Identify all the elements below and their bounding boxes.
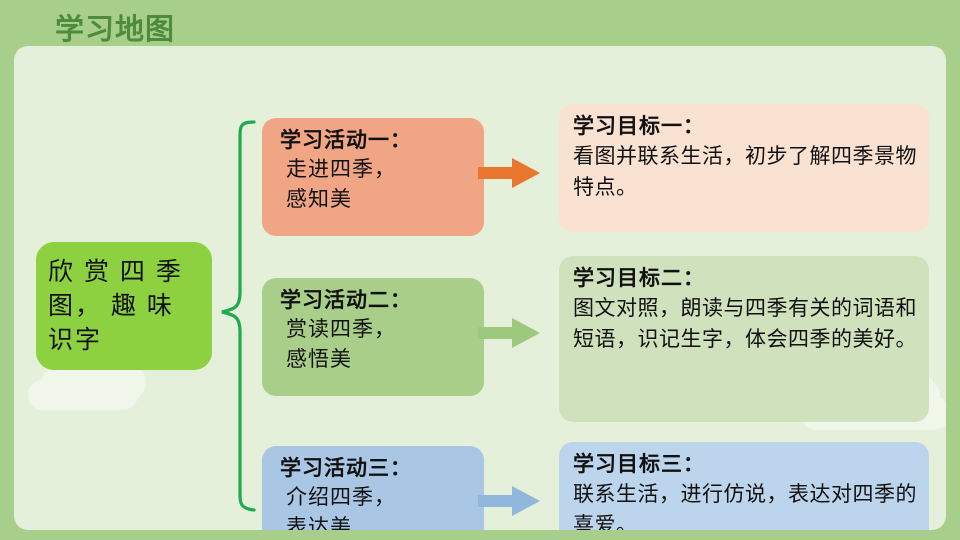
- activity-box-1[interactable]: 学习活动一： 走进四季， 感知美: [262, 118, 484, 236]
- goal-2-body: 图文对照，朗读与四季有关的词语和短语，识记生字，体会四季的美好。: [573, 296, 917, 351]
- goal-1-body: 看图并联系生活，初步了解四季景物特点。: [573, 144, 917, 199]
- arrow-activity2-to-goal2-icon: [478, 318, 540, 348]
- goal-box-1[interactable]: 学习目标一： 看图并联系生活，初步了解四季景物特点。: [559, 104, 929, 232]
- arrow-activity3-to-goal3-icon: [478, 486, 540, 516]
- goal-box-3[interactable]: 学习目标三： 联系生活，进行仿说，表达对四季的喜爱。: [559, 442, 929, 530]
- learning-map-panel: 欣 赏 四 季 图， 趣 味 识字 学习活动一： 走进四季， 感知美 学习活动二…: [14, 46, 946, 530]
- activity-3-heading: 学习活动三：: [280, 455, 412, 480]
- activity-3-body: 介绍四季， 表达美: [286, 485, 396, 530]
- activity-box-3[interactable]: 学习活动三： 介绍四季， 表达美: [262, 446, 484, 530]
- goal-3-body: 联系生活，进行仿说，表达对四季的喜爱。: [573, 482, 917, 530]
- root-node-label: 欣 赏 四 季 图， 趣 味 识字: [48, 258, 183, 354]
- goal-3-heading: 学习目标三：: [573, 451, 705, 476]
- arrow-activity1-to-goal1-icon: [478, 158, 540, 188]
- root-node-box[interactable]: 欣 赏 四 季 图， 趣 味 识字: [36, 242, 212, 370]
- goal-1-heading: 学习目标一：: [573, 113, 705, 138]
- activity-2-heading: 学习活动二：: [280, 287, 412, 312]
- activity-box-2[interactable]: 学习活动二： 赏读四季， 感悟美: [262, 278, 484, 396]
- activity-1-body: 走进四季， 感知美: [286, 157, 396, 211]
- page-title: 学习地图: [55, 14, 176, 46]
- activity-2-body: 赏读四季， 感悟美: [286, 317, 396, 371]
- goal-box-2[interactable]: 学习目标二： 图文对照，朗读与四季有关的词语和短语，识记生字，体会四季的美好。: [559, 256, 929, 422]
- goal-2-heading: 学习目标二：: [573, 265, 705, 290]
- activity-1-heading: 学习活动一：: [280, 127, 412, 152]
- curly-brace-connector-icon: [221, 120, 256, 512]
